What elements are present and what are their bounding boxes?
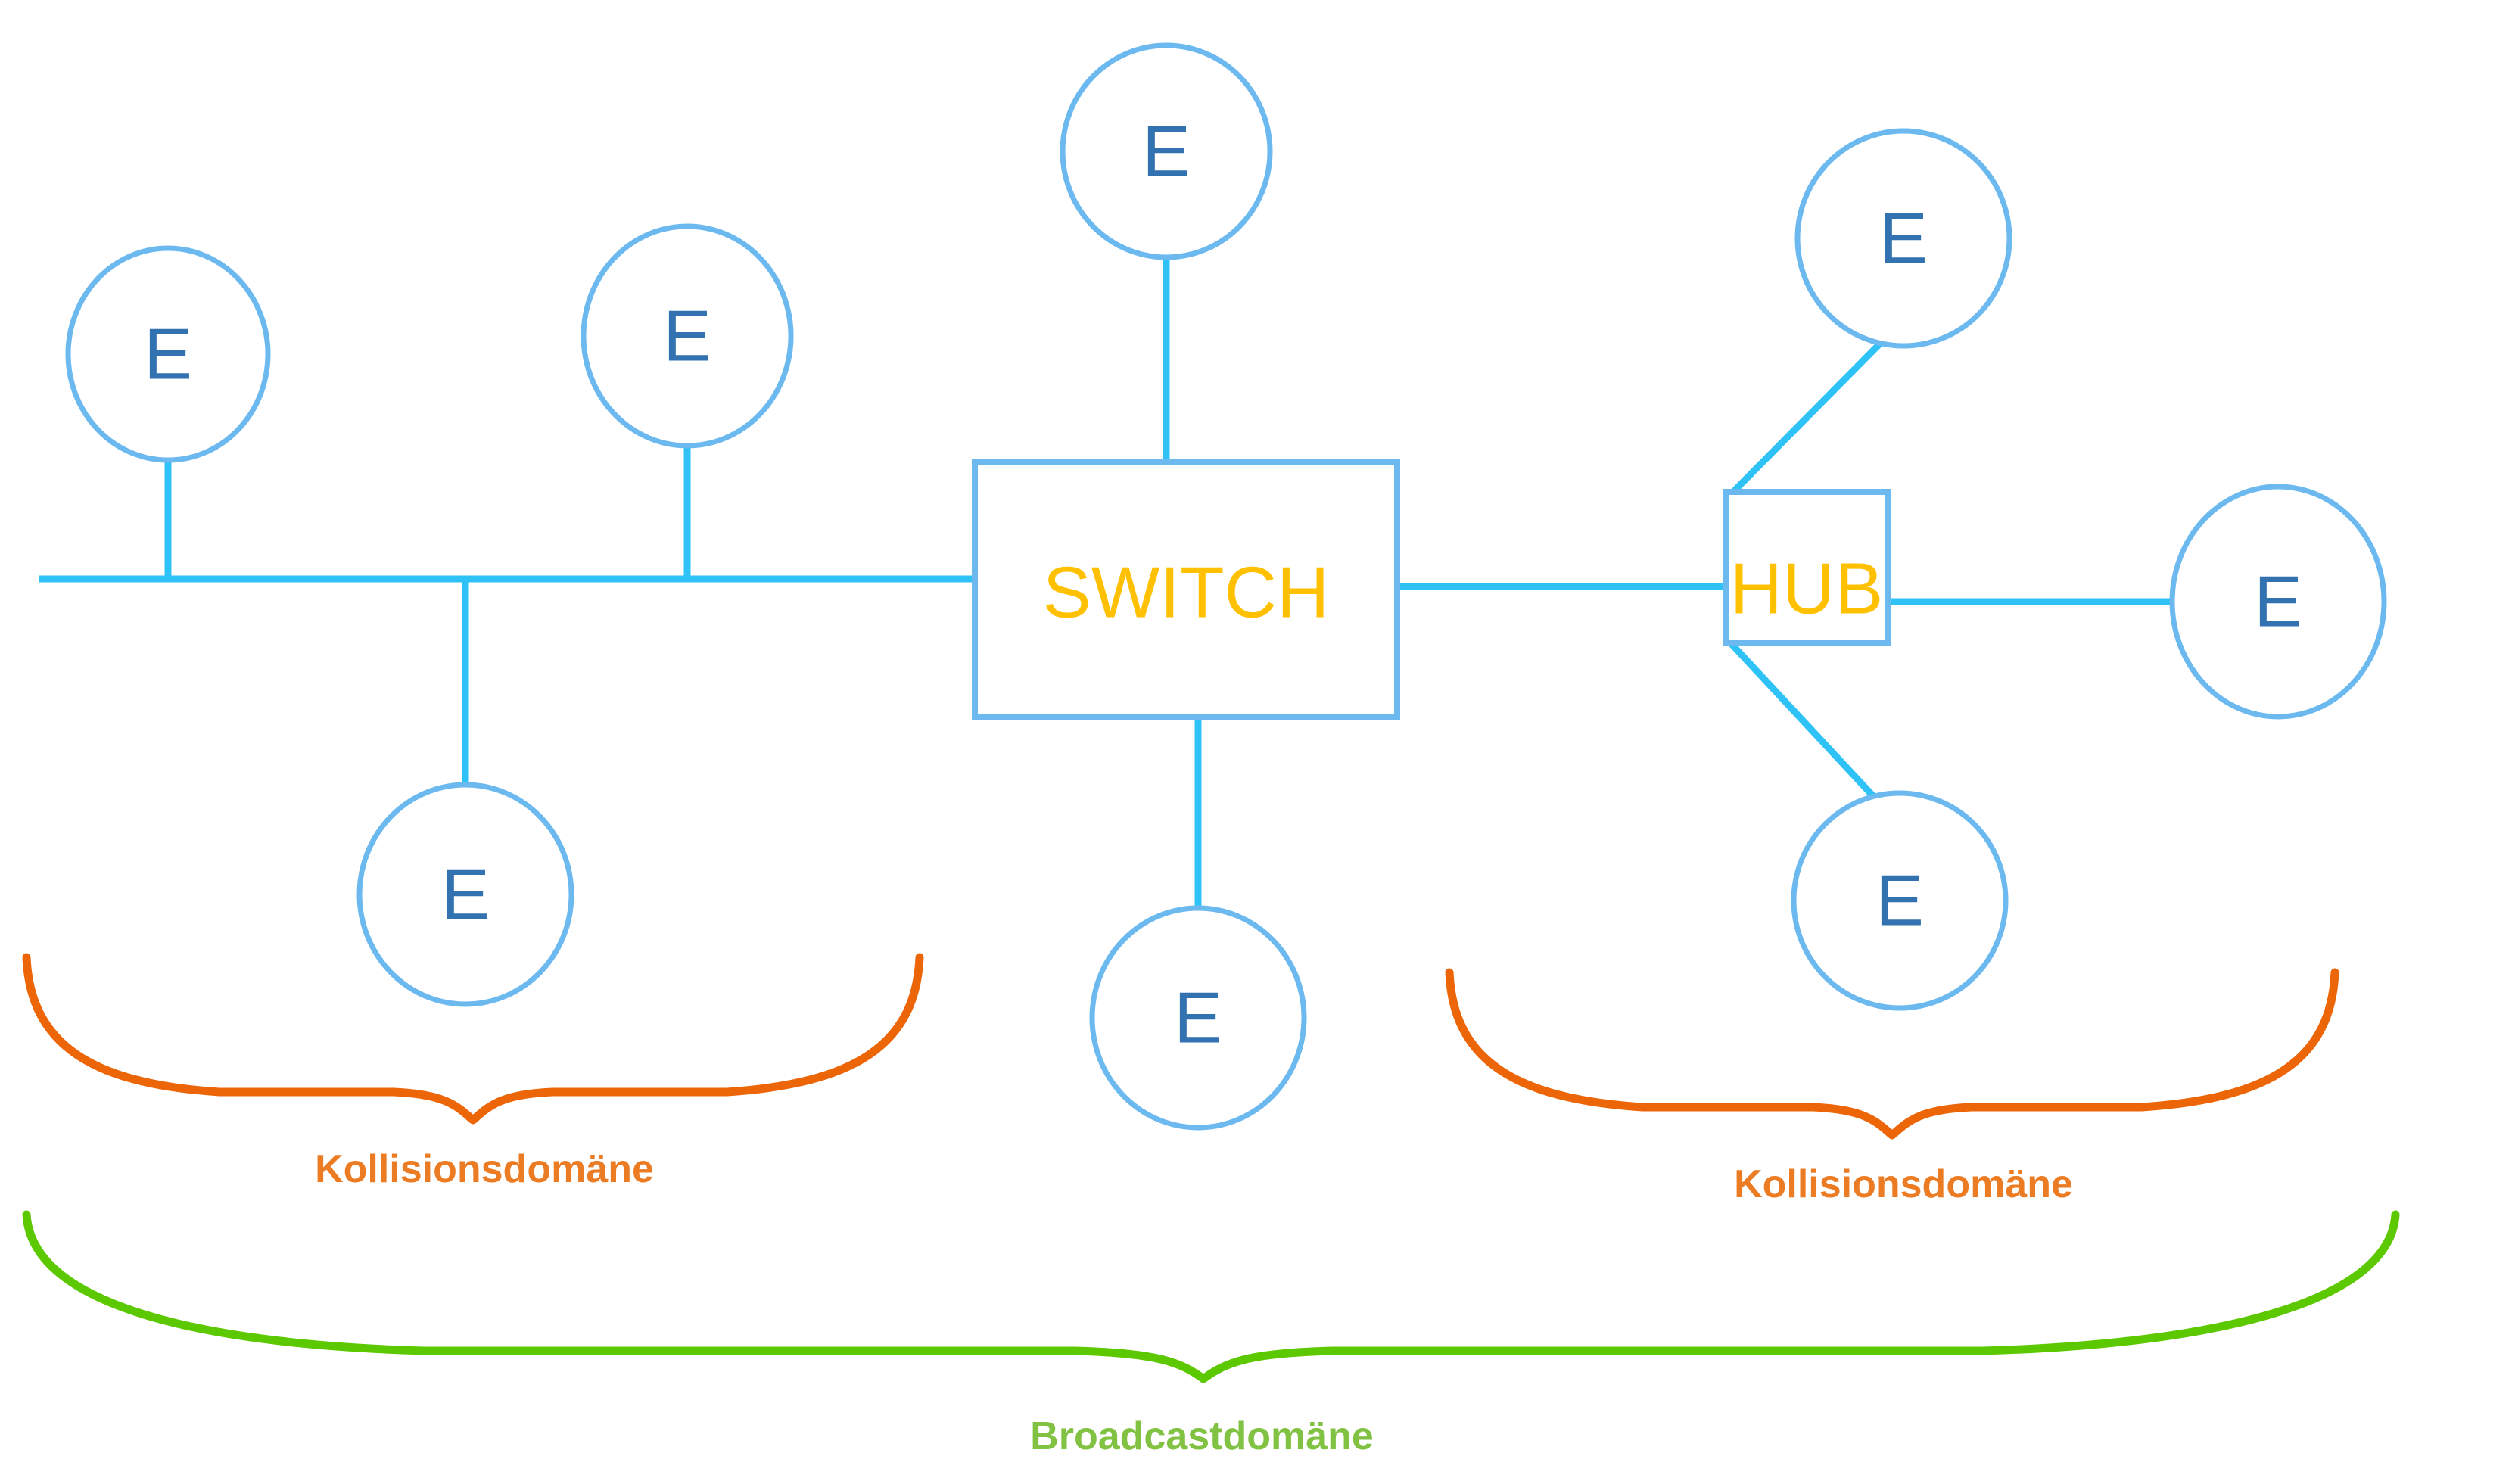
endpoint-e1[interactable]: E (65, 245, 271, 463)
endpoint-circle[interactable] (581, 223, 794, 449)
endpoint-circle[interactable] (1089, 905, 1307, 1131)
brace-layer (22, 953, 2400, 1383)
endpoint-circle[interactable] (1060, 42, 1273, 260)
endpoint-label: E (663, 296, 711, 377)
collision-right-brace (1445, 968, 2339, 1140)
switch-label: SWITCH (1043, 552, 1330, 633)
collision-left-brace (22, 953, 924, 1125)
endpoint-e5[interactable]: E (1089, 905, 1307, 1131)
device-hub[interactable]: HUB (1723, 489, 1891, 646)
link-layer (39, 257, 2174, 910)
device-layer: SWITCH HUB (972, 459, 1891, 720)
endpoint-label: E (441, 854, 490, 935)
endpoint-label: E (1875, 860, 1924, 941)
endpoint-e2[interactable]: E (581, 223, 794, 449)
hub-label: HUB (1730, 549, 1884, 630)
endpoint-label: E (1879, 198, 1928, 279)
endpoint-circle[interactable] (1794, 128, 2012, 349)
endpoint-e3[interactable]: E (356, 782, 574, 1007)
endpoint-circle[interactable] (356, 782, 574, 1007)
collision-right-label: Kollisionsdomäne (1734, 1162, 2073, 1206)
endpoint-label: E (1142, 111, 1191, 192)
endpoint-circle[interactable] (2169, 484, 2387, 720)
endpoint-label: E (1174, 978, 1222, 1059)
endpoint-e6[interactable]: E (1794, 128, 2012, 349)
device-switch[interactable]: SWITCH (972, 459, 1400, 720)
brace-label-layer: Kollisionsdomäne Kollisionsdomäne Broadc… (315, 1147, 2073, 1458)
link-e8-hub (1726, 639, 1876, 799)
broadcast-label: Broadcastdomäne (1030, 1414, 1374, 1458)
endpoint-label: E (2254, 562, 2302, 642)
endpoint-circle[interactable] (1791, 790, 2009, 1011)
link-e6-hub (1726, 339, 1885, 499)
endpoint-e8[interactable]: E (1791, 790, 2009, 1011)
endpoint-circle[interactable] (65, 245, 271, 463)
endpoint-layer: E E E E E E (65, 42, 2387, 1131)
endpoint-e7[interactable]: E (2169, 484, 2387, 720)
endpoint-label: E (144, 314, 192, 395)
switch-box[interactable] (972, 459, 1400, 720)
endpoint-e4[interactable]: E (1060, 42, 1273, 260)
hub-box[interactable] (1723, 489, 1891, 646)
broadcast-brace (22, 1210, 2400, 1383)
collision-left-label: Kollisionsdomäne (315, 1147, 654, 1191)
